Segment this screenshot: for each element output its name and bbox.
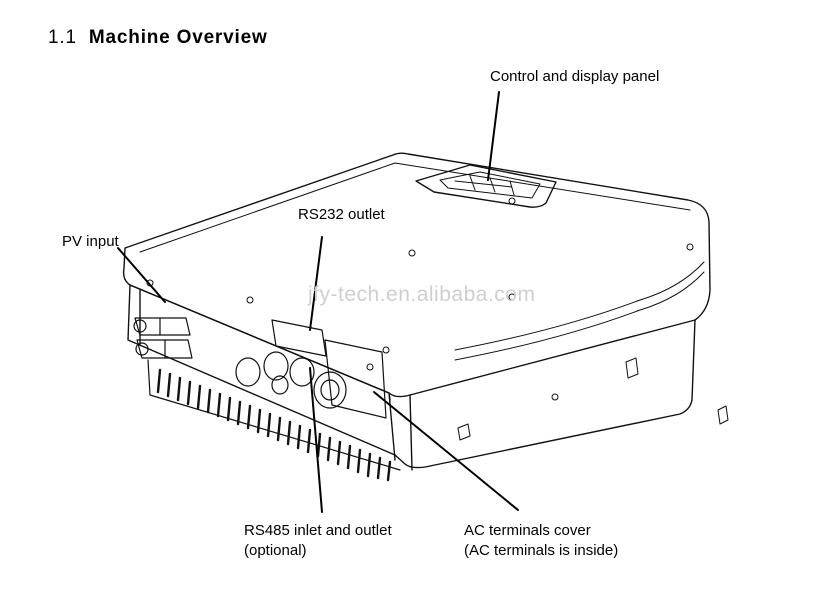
ac-cover-label-line2: (AC terminals is inside) bbox=[464, 542, 619, 559]
leader-control-panel bbox=[487, 91, 500, 181]
control-panel-label: Control and display panel bbox=[490, 68, 660, 85]
housing-right-face bbox=[394, 319, 696, 469]
section-number: 1.1 bbox=[48, 27, 77, 48]
watermark: jfy-tech.en.alibaba.com bbox=[308, 283, 536, 306]
ac-cover-plate bbox=[324, 339, 387, 419]
pv-input-label: PV input bbox=[62, 233, 119, 250]
section-title: Machine Overview bbox=[88, 27, 268, 48]
section-heading: 1.1 Machine Overview bbox=[48, 27, 268, 49]
housing-lid-edge bbox=[129, 284, 396, 461]
housing-left-face bbox=[127, 284, 396, 456]
leader-ac-cover bbox=[373, 391, 519, 511]
pv-connectors bbox=[133, 317, 193, 359]
ac-cover-label-line1: AC terminals cover bbox=[464, 522, 591, 539]
heat-sink bbox=[147, 359, 401, 471]
leader-pv-input bbox=[117, 247, 166, 303]
rs485-glands bbox=[235, 351, 315, 395]
mount-bracket-left bbox=[457, 423, 471, 441]
ac-gland bbox=[313, 371, 347, 409]
rs485-label-line1: RS485 inlet and outlet bbox=[244, 522, 392, 539]
rs232-plate bbox=[271, 319, 327, 357]
mount-bracket-right bbox=[625, 357, 639, 379]
rs232-label: RS232 outlet bbox=[298, 206, 385, 223]
housing-top-face bbox=[122, 152, 711, 398]
display-panel bbox=[415, 164, 557, 208]
leader-rs232 bbox=[309, 236, 323, 331]
rs485-label-line2: (optional) bbox=[244, 542, 307, 559]
leader-rs485 bbox=[309, 367, 323, 513]
